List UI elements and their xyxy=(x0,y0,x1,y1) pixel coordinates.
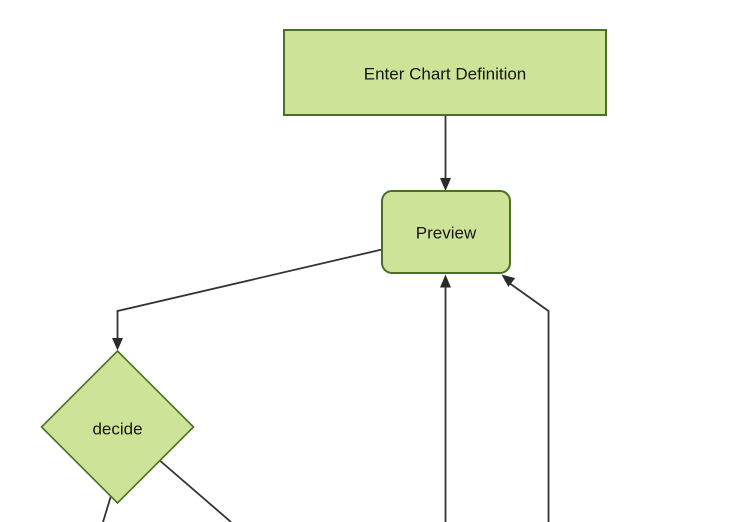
node-preview: Preview xyxy=(381,190,511,274)
edge-bottom-to-preview-arrowhead xyxy=(440,274,451,288)
edge-preview-to-decide xyxy=(116,248,383,339)
enter-chart-definition-label: Enter Chart Definition xyxy=(364,65,527,84)
decide-label: decide xyxy=(92,420,142,439)
decide-diamond xyxy=(40,349,195,505)
edge-enter-to-preview-arrowhead xyxy=(440,178,451,191)
enter-chart-definition-box xyxy=(283,29,607,116)
node-decide: decide xyxy=(40,349,195,505)
preview-label: Preview xyxy=(416,224,477,243)
node-enter-chart-definition: Enter Chart Definition xyxy=(283,29,607,116)
edge-layer xyxy=(102,115,550,522)
edge-bottomright-to-preview xyxy=(504,279,550,522)
preview-box xyxy=(381,190,511,274)
edge-bottomright-to-preview-arrowhead xyxy=(501,274,516,287)
edge-preview-to-decide-arrowhead xyxy=(112,338,123,351)
edge-decide-to-bottomright xyxy=(157,458,232,522)
